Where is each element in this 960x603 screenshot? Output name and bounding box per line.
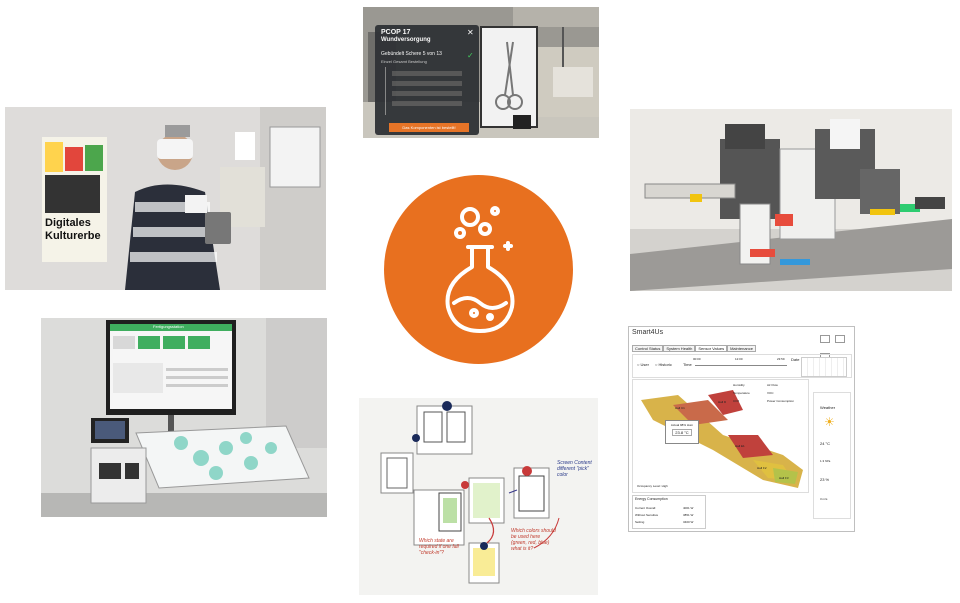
building-map (641, 390, 803, 488)
vr-headset (157, 139, 193, 159)
map-label-hall-d: Hall D (718, 400, 727, 404)
energy-row-value: 3851 W (683, 513, 694, 517)
weather-pressure: 1.3 hPa (820, 459, 831, 463)
radio-historic[interactable]: ○ Historic (655, 362, 672, 367)
legend-voc[interactable]: VOC (767, 391, 774, 395)
tooltip-value: 23.8 °C (672, 429, 692, 436)
energy-row-label: Setting (635, 520, 645, 524)
tab-maintenance[interactable]: Maintenance (727, 345, 756, 352)
map-tooltip: Actual 98% Hum 23.8 °C (665, 420, 699, 444)
ar-scene (363, 7, 599, 138)
time-tick-start: 00:00 (693, 357, 701, 361)
filter-bar: ○ User ○ Historic Time 00:00 12:00 23:59… (632, 354, 852, 378)
map-label-hall-e1: Hall E1 (735, 444, 745, 448)
legend-co2[interactable]: CO2 (733, 399, 740, 403)
sensor-legend: Humidity Temperature CO2 Air Flow VOC Po… (733, 383, 803, 407)
whiteboard-scene (359, 398, 598, 595)
time-label: Time (683, 362, 692, 367)
legend-humidity[interactable]: Humidity (733, 383, 745, 387)
interactive-table-photo: Fertigungsstation (41, 318, 327, 517)
weather-wind: 3 m/s (820, 497, 828, 501)
legend-temperature[interactable]: Temperature (733, 391, 750, 395)
time-tick-end: 23:59 (777, 357, 785, 361)
paper-prototypes-photo: Screen Content different "pick" color Wh… (359, 398, 598, 595)
ar-panel-action-button[interactable]: Das Komponenten ist bestellt! (389, 123, 469, 132)
ar-panel-list (385, 67, 474, 115)
weather-humidity: 23 % (820, 477, 830, 482)
poster-title-line2: Kulturerbe (45, 230, 101, 242)
minimize-icon[interactable] (820, 335, 830, 343)
radio-user[interactable]: ○ User (637, 362, 649, 367)
tab-sensor-values[interactable]: Sensor Values (695, 345, 728, 352)
legend-power[interactable]: Power Consumption (767, 399, 795, 403)
ar-panel-title: PCOP 17 (381, 29, 411, 36)
weather-title: Weather (820, 405, 836, 410)
floor-label: Occupancy Level: High (637, 484, 668, 488)
sun-cloud-icon: ☀ (824, 415, 835, 429)
note-right: Screen Content different "pick" color (557, 460, 592, 478)
lab-flask-icon (445, 206, 515, 333)
weather-panel: Weather ☀ 24 °C 1.3 hPa 23 % 3 m/s (813, 392, 851, 519)
ar-headset-photo: PCOP 17 Wundversorgung ✕ Gebündelt Scher… (363, 7, 599, 138)
map-label-hall-c1: Hall C1 (675, 406, 685, 410)
map-panel: Hall C1 Hall D Hall E1 Hall F2 Hall F3 A… (632, 379, 809, 493)
map-label-hall-f2: Hall F2 (757, 466, 767, 470)
energy-row-value: 3400 W (683, 520, 694, 524)
window-title: Smart4Us (632, 329, 664, 336)
table-scene (41, 318, 327, 517)
touch-table-surface[interactable] (135, 425, 310, 489)
tab-bar: Control Status System Health Sensor Valu… (632, 345, 756, 352)
ar-panel-subtitle: Wundversorgung (381, 37, 431, 43)
date-label: Date (791, 357, 800, 362)
energy-row-label: Without Sensitive (635, 513, 659, 517)
smart4us-window: Smart4Us Control Status System Health Se… (628, 326, 855, 532)
scissors-card (480, 26, 538, 128)
maximize-icon[interactable] (835, 335, 846, 343)
weather-temp: 24 °C (820, 441, 831, 446)
energy-panel: Energy Consumption Current Overall 4001 … (632, 495, 706, 529)
energy-title: Energy Consumption (635, 497, 668, 501)
time-tick-mid: 12:00 (735, 357, 743, 361)
tab-system-health[interactable]: System Health (663, 345, 696, 352)
check-icon: ✓ (467, 51, 474, 60)
note-bottom: Which colors should be used here (green,… (511, 528, 556, 552)
legend-air-flow[interactable]: Air Flow (767, 383, 778, 387)
radio-historic-label: Historic (658, 362, 672, 367)
lab-logo-circle (384, 175, 573, 364)
ar-panel-section: Gebündelt Schere 5 von 13 (381, 51, 442, 57)
energy-row-label: Current Overall (635, 506, 656, 510)
time-slider[interactable] (695, 365, 787, 366)
close-icon[interactable]: ✕ (467, 28, 474, 37)
radio-user-label: User (640, 362, 649, 367)
date-calendar[interactable] (801, 357, 847, 377)
energy-row-value: 4001 W (683, 506, 694, 510)
ar-panel: PCOP 17 Wundversorgung ✕ Gebündelt Scher… (375, 25, 479, 135)
poster-title-line1: Digitales (45, 217, 91, 229)
map-label-hall-f3: Hall F3 (779, 476, 789, 480)
ar-panel-tabs: Einzel Gesamt Bestellung (381, 59, 427, 64)
vr-user-photo: Digitales Kulturerbe (5, 107, 326, 290)
monitor-title: Fertigungsstation (153, 324, 184, 329)
vr-scene (5, 107, 326, 290)
lego-factory-photo (630, 109, 952, 291)
tab-control-status[interactable]: Control Status (632, 345, 664, 352)
lego-scene (630, 109, 952, 291)
note-left: Which state are required if one fall "ch… (419, 538, 459, 556)
tooltip-label: Actual 98% Hum (670, 423, 694, 427)
